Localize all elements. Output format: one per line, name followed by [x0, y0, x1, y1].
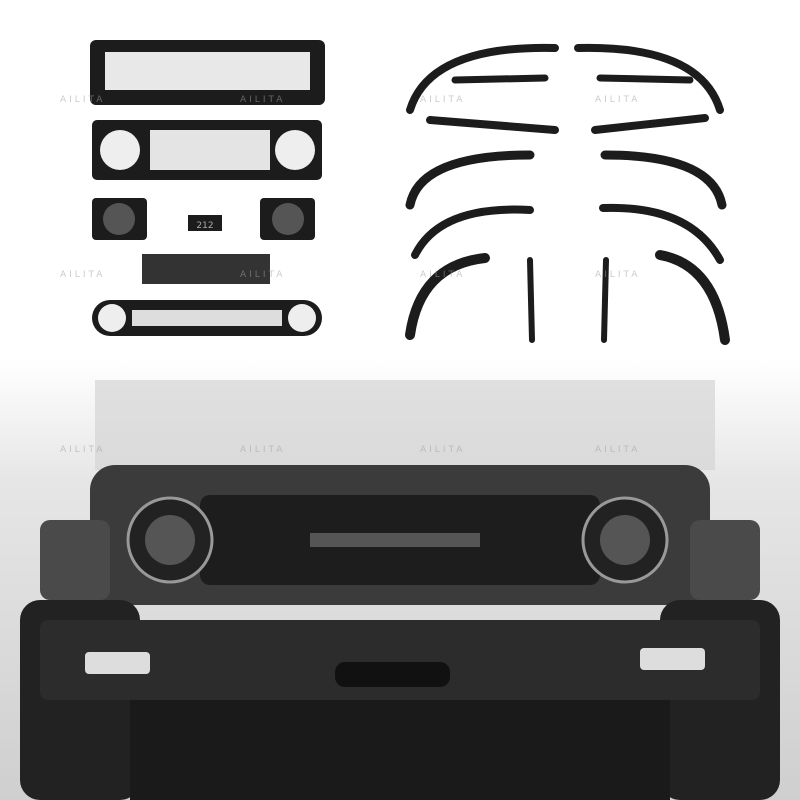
watermark: AILITA — [420, 95, 466, 105]
mesh-grille — [142, 254, 270, 284]
watermark: AILITA — [595, 95, 641, 105]
fender-flares — [405, 43, 730, 345]
watermark: AILITA — [60, 270, 106, 280]
watermark: AILITA — [240, 270, 286, 280]
truck-front — [20, 465, 780, 800]
winch-fairlead — [335, 662, 450, 687]
fog-light-left — [85, 652, 150, 674]
watermark: AILITA — [60, 445, 106, 455]
watermark: AILITA — [240, 445, 286, 455]
fog-light-right — [640, 648, 705, 670]
windshield-ghost — [95, 380, 715, 470]
badge-212 — [188, 215, 222, 231]
watermark: AILITA — [420, 445, 466, 455]
watermark: AILITA — [595, 270, 641, 280]
front-bumper — [40, 620, 760, 700]
badge-text: 212 — [196, 221, 213, 231]
watermark: AILITA — [240, 95, 286, 105]
undercarriage — [130, 700, 670, 800]
watermark: AILITA — [420, 270, 466, 280]
watermark: AILITA — [595, 445, 641, 455]
grille-kit-parts — [90, 40, 325, 336]
watermark: AILITA — [60, 95, 106, 105]
